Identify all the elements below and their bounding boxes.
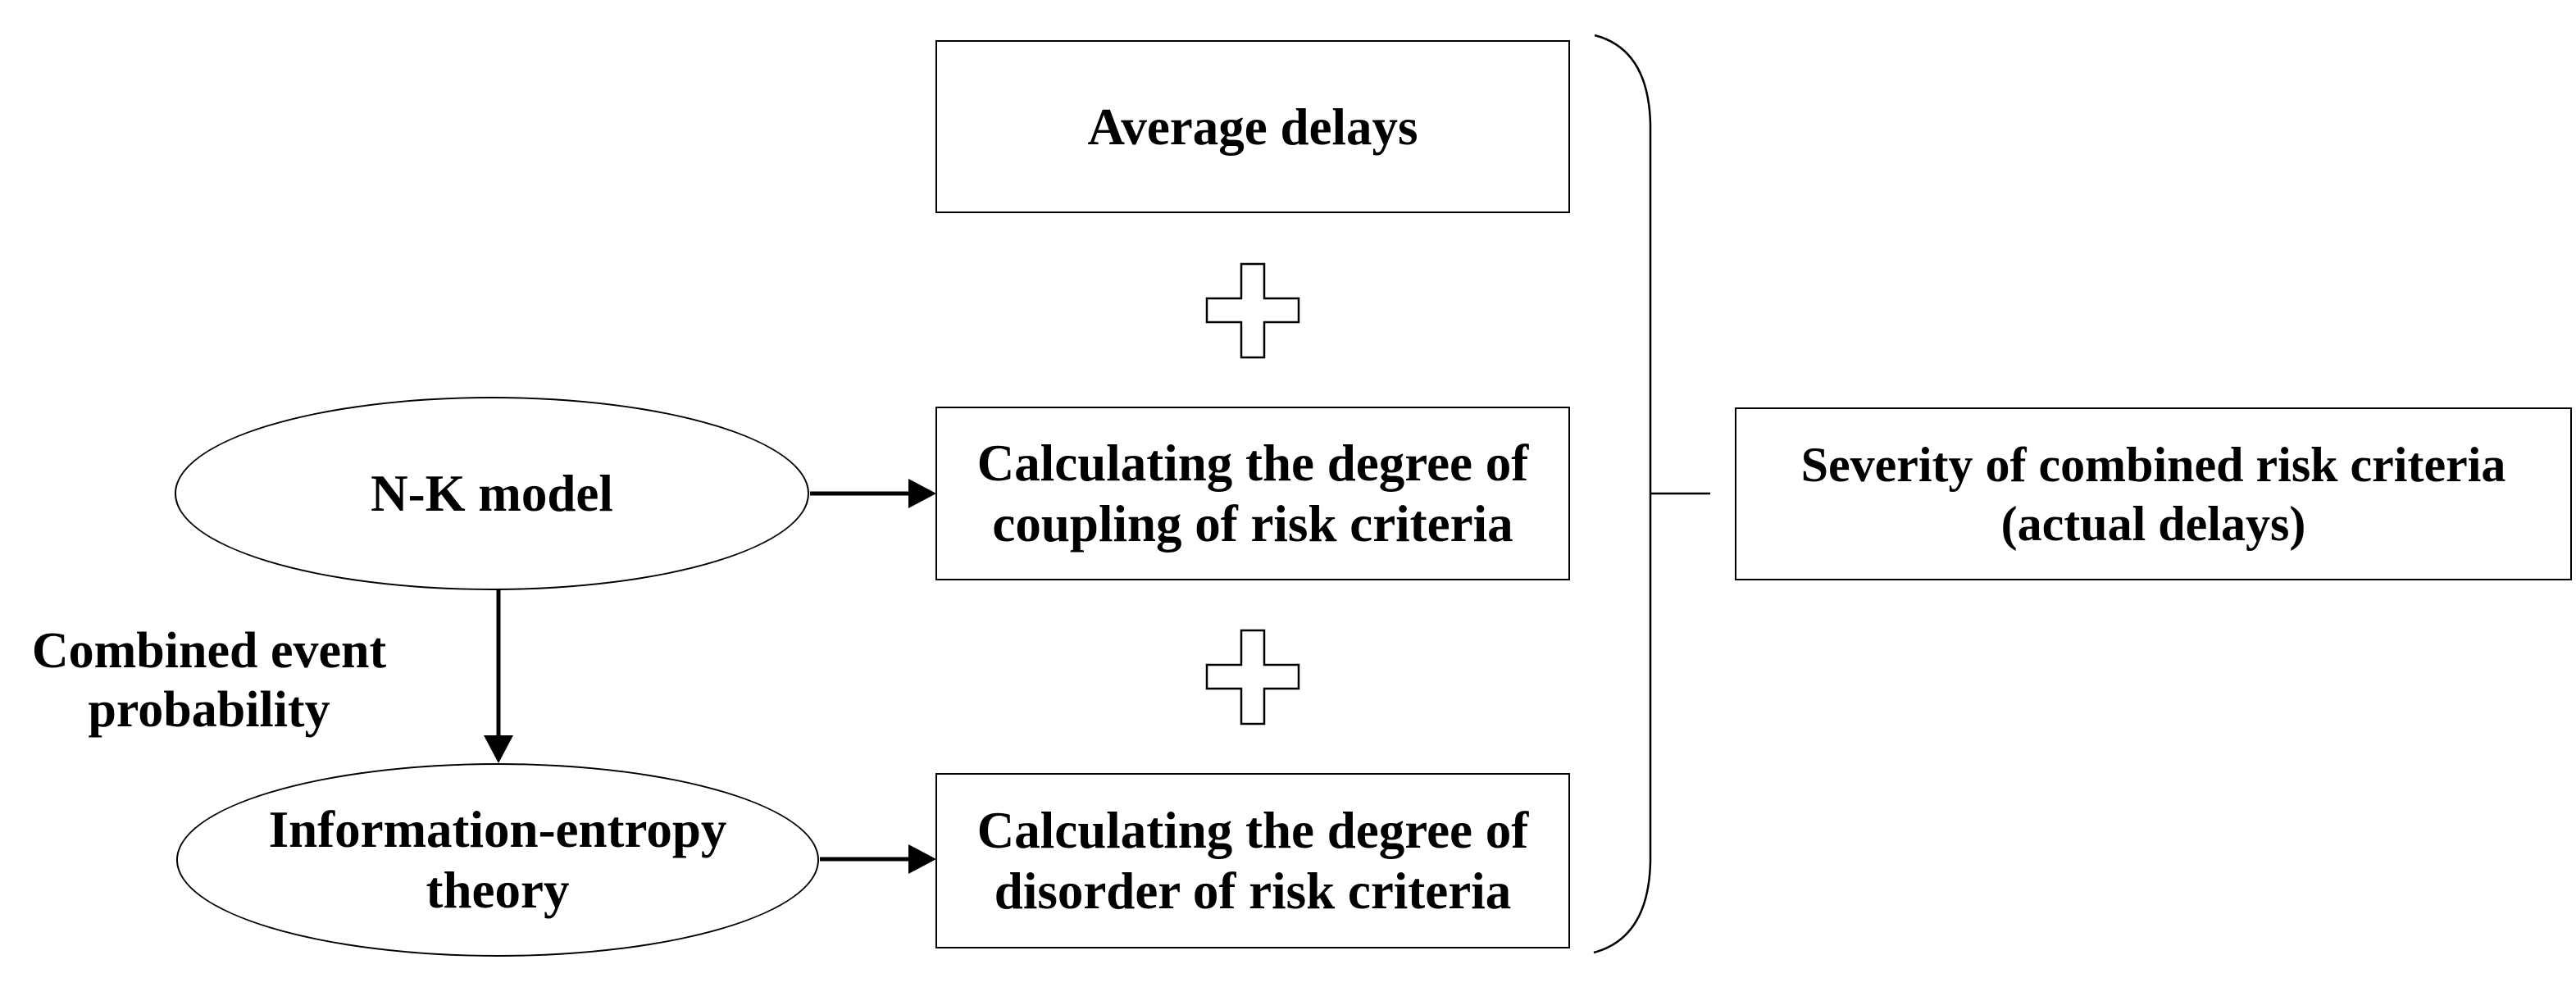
arrow-right-icon: [908, 844, 936, 874]
plus-icon: [1205, 262, 1300, 359]
information-entropy-ellipse: Information-entropy theory: [176, 763, 819, 957]
disorder-degree-label-line1: Calculating the degree of: [976, 802, 1529, 859]
average-delays-label: Average delays: [1087, 98, 1418, 156]
severity-label-line1: Severity of combined risk criteria: [1800, 437, 2506, 492]
plus-icon: [1205, 629, 1300, 725]
coupling-degree-label-line1: Calculating the degree of: [976, 434, 1529, 492]
severity-label-line2: (actual delays): [2000, 496, 2306, 551]
arrow-down-icon: [484, 735, 513, 763]
information-entropy-label-line1: Information-entropy: [268, 801, 727, 858]
coupling-degree-box: Calculating the degree of coupling of ri…: [935, 407, 1570, 580]
nk-model-label: N-K model: [371, 465, 613, 522]
coupling-degree-label-line2: coupling of risk criteria: [992, 495, 1513, 553]
average-delays-box: Average delays: [935, 40, 1570, 213]
combined-event-label-line1: Combined event: [31, 623, 387, 679]
disorder-degree-box: Calculating the degree of disorder of ri…: [935, 773, 1570, 948]
arrow-right-icon: [908, 479, 936, 508]
information-entropy-label-line2: theory: [426, 862, 570, 919]
group-brace-icon: [1593, 34, 1652, 954]
nk-model-ellipse: N-K model: [175, 397, 809, 590]
combined-event-label-line2: probability: [88, 682, 330, 738]
severity-result-box: Severity of combined risk criteria (actu…: [1735, 407, 2572, 580]
combined-event-probability-label: Combined event probability: [0, 621, 418, 739]
disorder-degree-label-line2: disorder of risk criteria: [994, 862, 1512, 920]
